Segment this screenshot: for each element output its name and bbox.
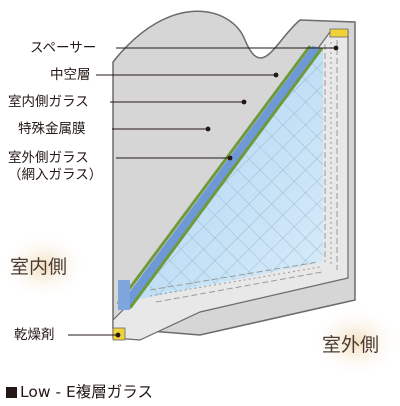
label-outdoor-glass: 室外側ガラス （網入ガラス） xyxy=(8,150,102,184)
spacer-block xyxy=(329,28,349,38)
outdoor-glass-green-film xyxy=(128,47,324,309)
indoor-glow xyxy=(0,232,88,300)
caption-text: Low - E複層ガラス xyxy=(20,383,153,401)
caption-square-icon xyxy=(6,387,17,398)
label-spacer: スペーサー xyxy=(30,40,97,56)
side-label-indoor: 室内側 xyxy=(10,256,68,278)
label-outdoor-glass-line1: 室外側ガラス xyxy=(8,150,89,166)
right-spacer-track xyxy=(324,40,338,270)
label-indoor-glass: 室内側ガラス xyxy=(8,94,89,110)
glass-edge-vertical xyxy=(118,280,130,310)
outdoor-glow xyxy=(310,306,400,378)
diagram-caption: Low - E複層ガラス xyxy=(6,380,153,402)
label-desiccant: 乾燥剤 xyxy=(14,327,55,343)
bottom-spacer-track xyxy=(149,261,323,303)
leader-dots xyxy=(115,45,339,338)
side-label-outdoor: 室外側 xyxy=(322,334,380,356)
label-outdoor-glass-line2: （網入ガラス） xyxy=(8,167,103,183)
leader-lines xyxy=(68,47,336,336)
indoor-glass-green-film xyxy=(116,45,312,305)
glass-edge-strip xyxy=(120,46,322,308)
label-special-metal-film: 特殊金属膜 xyxy=(18,121,86,137)
label-hollow-layer: 中空層 xyxy=(50,67,91,83)
